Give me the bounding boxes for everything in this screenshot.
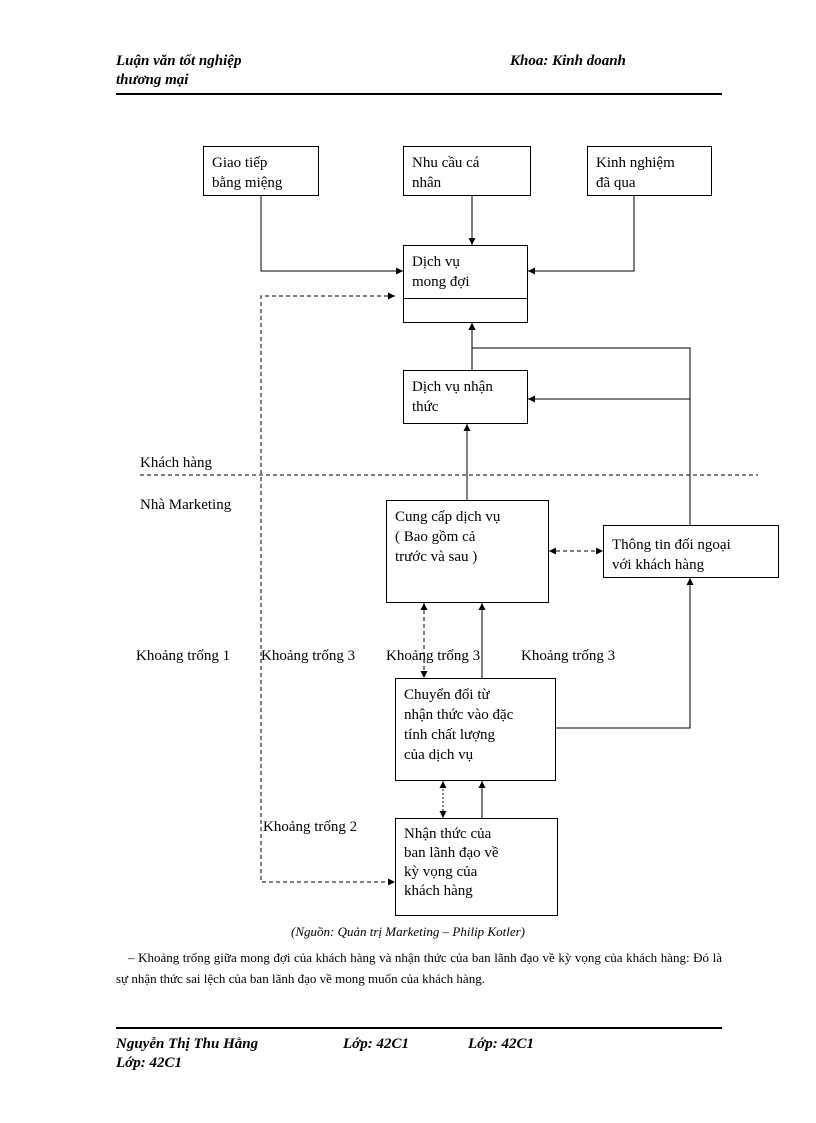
box-expected-service-text: Dịch vụ mong đợi xyxy=(412,254,470,290)
header-title-line1: Luận văn tốt nghiệp xyxy=(116,53,242,69)
box-past-experience: Kinh nghiệm đã qua xyxy=(587,146,712,196)
box-perceived-service-text: Dịch vụ nhận thức xyxy=(412,379,493,415)
box-management-perception-text: Nhận thức của ban lãnh đạo về kỳ vọng củ… xyxy=(404,826,499,899)
footer-rule xyxy=(116,1027,722,1029)
box-service-delivery: Cung cấp dịch vụ ( Bao gồm cả trước và s… xyxy=(386,500,549,603)
box-external-communications: Thông tin đối ngoại với khách hàng xyxy=(603,525,779,578)
box-word-of-mouth-text: Giao tiếp bằng miệng xyxy=(212,155,283,191)
label-gap1: Khoảng trống 1 xyxy=(136,648,231,664)
connector-past-experience-expected xyxy=(528,196,635,275)
header-left: Luận văn tốt nghiệp thương mại xyxy=(116,52,241,90)
label-gap3-c: Khoảng trống 3 xyxy=(521,648,616,664)
box-expected-service: Dịch vụ mong đợi xyxy=(403,245,528,323)
connector-external-expected xyxy=(468,323,691,399)
body-paragraph: – Khoảng trống giữa mong đợi của khách h… xyxy=(116,950,722,986)
connector-translation-external xyxy=(556,578,694,729)
footer-class-3: Lớp: 42C1 xyxy=(116,1055,182,1071)
connector-external-perceived xyxy=(528,395,691,525)
label-marketer: Nhà Marketing xyxy=(140,497,232,513)
header-title-line2: thương mại xyxy=(116,72,189,88)
source-caption: (Nguồn: Quản trị Marketing – Philip Kotl… xyxy=(291,924,525,939)
header-right: Khoa: Kinh doanh xyxy=(510,53,626,69)
label-gap3-a: Khoảng trống 3 xyxy=(261,648,356,664)
box-perceived-service: Dịch vụ nhận thức xyxy=(403,370,528,424)
footer-class-1: Lớp: 42C1 xyxy=(343,1036,409,1052)
footer-class-2: Lớp: 42C1 xyxy=(468,1036,534,1052)
header-rule xyxy=(116,93,722,95)
connector-gap1-expected-management xyxy=(260,292,395,886)
label-gap2: Khoảng trống 2 xyxy=(263,819,358,835)
box-word-of-mouth: Giao tiếp bằng miệng xyxy=(203,146,319,196)
connector-word-of-mouth-expected xyxy=(260,196,403,275)
box-personal-needs: Nhu cầu cá nhân xyxy=(403,146,531,196)
box-management-perception: Nhận thức của ban lãnh đạo về kỳ vọng củ… xyxy=(395,818,558,916)
box-past-experience-text: Kinh nghiệm đã qua xyxy=(596,155,675,191)
box-expected-service-divider xyxy=(404,298,527,299)
box-personal-needs-text: Nhu cầu cá nhân xyxy=(412,155,480,191)
box-external-communications-text: Thông tin đối ngoại với khách hàng xyxy=(612,537,731,573)
box-translation: Chuyển đổi từ nhận thức vào đặc tính chấ… xyxy=(395,678,556,781)
box-service-delivery-text: Cung cấp dịch vụ ( Bao gồm cả trước và s… xyxy=(395,509,501,565)
footer-author: Nguyễn Thị Thu Hằng xyxy=(116,1036,259,1052)
label-customer: Khách hàng xyxy=(140,455,213,471)
label-gap3-b: Khoảng trống 3 xyxy=(386,648,481,664)
box-translation-text: Chuyển đổi từ nhận thức vào đặc tính chấ… xyxy=(404,687,514,763)
